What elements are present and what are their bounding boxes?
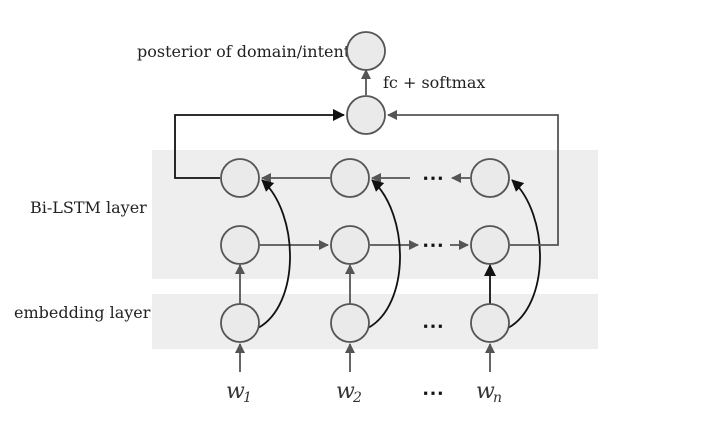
- posterior-label: posterior of domain/intent: [137, 42, 351, 61]
- embedding-node-2: [330, 303, 370, 343]
- input-w1-sub: 1: [243, 390, 252, 406]
- emb-to-bwd-curve-n: [507, 179, 541, 329]
- embedding-node-1: [220, 303, 260, 343]
- input-ellipsis: ⋯: [422, 380, 446, 406]
- embedding-ellipsis: ⋯: [422, 313, 446, 339]
- bwd-to-fc-connector: [174, 109, 345, 179]
- bwd-lstm-node-n: [470, 158, 510, 198]
- fc-softmax-label: fc + softmax: [383, 73, 485, 92]
- bwd-lstm-node-2: [330, 158, 370, 198]
- input-w2-var: w: [336, 379, 355, 404]
- emb-to-bwd-curve-2: [367, 179, 401, 329]
- input-w1: w 1: [226, 379, 252, 406]
- emb-to-bwd-curve-1: [257, 179, 291, 329]
- input-wn-sub: n: [493, 390, 502, 406]
- input-w2: w 2: [336, 379, 362, 406]
- fc-softmax-node: [346, 95, 386, 135]
- input-wn: w n: [476, 379, 502, 406]
- bwd-lstm-node-1: [220, 158, 260, 198]
- bilstm-band: [152, 150, 598, 279]
- fwd-lstm-node-1: [220, 225, 260, 265]
- posterior-node: [346, 31, 386, 71]
- bwd-ellipsis: ⋯: [422, 165, 446, 191]
- fwd-lstm-node-n: [470, 225, 510, 265]
- embedding-node-n: [470, 303, 510, 343]
- input-wn-var: w: [476, 379, 495, 404]
- fwd-lstm-node-2: [330, 225, 370, 265]
- embedding-layer-label: embedding layer: [14, 303, 151, 322]
- input-w1-var: w: [226, 379, 245, 404]
- input-w2-sub: 2: [352, 390, 362, 406]
- fwd-to-fc-connector: [387, 110, 559, 246]
- bilstm-layer-label: Bi-LSTM layer: [30, 198, 147, 217]
- fwd-ellipsis: ⋯: [422, 232, 446, 258]
